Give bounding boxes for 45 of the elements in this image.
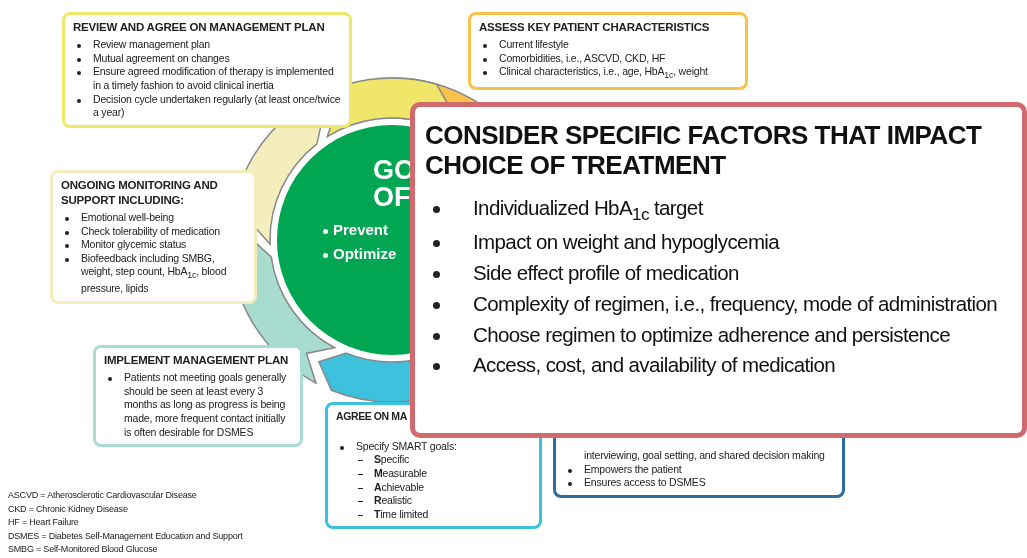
sub-item: Realistic	[336, 494, 531, 508]
bullet-item: Monitor glycemic status	[61, 238, 246, 252]
footnote-text: SMBG = Self-Monitored Blood Glucose	[8, 544, 158, 554]
bullet-item: Patients not meeting goals generally should be seen at least every 3 months as long as progress is being made, more frequent contact initially is often desirable for DSMES	[104, 370, 292, 440]
card-heading: CONSIDER SPECIFIC FACTORS THAT IMPACT CHOICE OF TREATMENT	[425, 121, 983, 181]
sub-item: Specific	[336, 453, 531, 467]
bullet-item: Complexity of regimen, i.e., frequency, mode of administration	[425, 289, 1012, 320]
bullet-item: Empowers the patient	[564, 462, 834, 477]
card-heading: AGREE ON MA	[336, 410, 408, 424]
info-card	[93, 345, 303, 448]
bullet-item: Mutual agreement on changes	[73, 51, 341, 66]
bullet-item: Comorbidities, i.e., ASCVD, CKD, HF	[479, 51, 737, 66]
bullet-item: Choose regimen to optimize adherence and persistence	[425, 319, 1012, 351]
card-heading: REVIEW AND AGREE ON MANAGEMENT PLAN	[73, 20, 326, 35]
bullet-item: Emotional well-being	[61, 210, 246, 225]
sub-item: Measurable	[336, 466, 531, 481]
bullet-item: Specify SMART goals:	[336, 439, 531, 454]
sub-item: Achievable	[336, 480, 531, 495]
enlarged-callout-dialog	[410, 102, 1027, 438]
info-card	[50, 170, 257, 304]
bullet-item: Ensures access to DSMES	[564, 476, 834, 490]
footnote-text: DSMES = Diabetes Self-Management Education and Support	[8, 530, 243, 541]
footnote-text: ASCVD = Atherosclerotic Cardiovascular Disease	[8, 490, 197, 500]
bullet-item: Check tolerability of medication	[61, 224, 246, 239]
bullet-item: Access, cost, and availability of medication	[425, 350, 1012, 382]
circle-bullet: Prevent	[323, 221, 389, 238]
sub-item: Time limited	[336, 507, 531, 522]
card-heading: ASSESS KEY PATIENT CHARACTERISTICS	[479, 20, 711, 35]
info-card	[468, 12, 748, 90]
info-card	[62, 12, 352, 128]
footnote-text: HF = Heart Failure	[8, 517, 79, 527]
bullet-item: Review management plan	[73, 37, 341, 52]
card-heading: IMPLEMENT MANAGEMENT PLAN	[104, 353, 290, 368]
footnote-text: CKD = Chronic Kidney Disease	[8, 503, 128, 514]
bullet-item: Decision cycle undertaken regularly (at least once/twice a year)	[73, 92, 341, 120]
bullet-item: Clinical characteristics, i.e., age, HbA$_{1c}$, weight	[479, 65, 737, 82]
bullet-item: Side effect profile of medication	[425, 258, 1012, 289]
bullet-item: interviewing, goal setting, and shared decision making	[583, 449, 826, 463]
circle-bullet: Optimize	[323, 245, 397, 262]
card-heading: ONGOING MONITORING AND SUPPORT INCLUDING:	[61, 178, 219, 208]
bullet-item: Ensure agreed modification of therapy is implemented in a timely fashion to avoid clinical inertia	[73, 65, 341, 93]
bullet-item: Current lifestyle	[479, 37, 737, 52]
bullet-item: Biofeedback including SMBG, weight, step count, HbA$_{1c}$, blood pressure, lipids	[61, 251, 246, 296]
bullet-item: Impact on weight and hypoglycemia	[425, 227, 1012, 259]
bullet-item: Individualized HbA$_{1c}$ target	[425, 192, 1012, 228]
